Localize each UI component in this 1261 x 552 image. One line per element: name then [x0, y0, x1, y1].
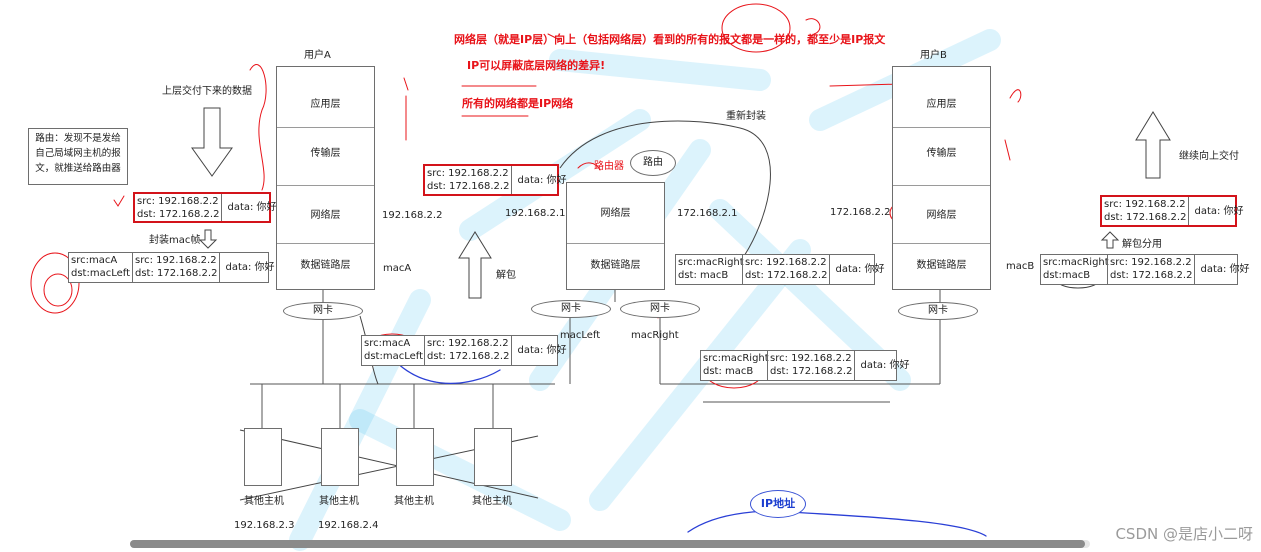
ip-packet-router-header: src: 192.168.2.2 dst: 172.168.2.2: [427, 168, 510, 192]
ip-packet-router-data: data: 你好: [511, 166, 571, 194]
label-upper-data: 上层交付下来的数据: [162, 86, 252, 97]
label-ip-router-right: 172.168.2.1: [677, 208, 738, 219]
ip-packet-sender: src: 192.168.2.2 dst: 172.168.2.2 data: …: [133, 192, 277, 223]
down-arrow-upper-data: [191, 107, 233, 177]
ip-packet-sender-data: data: 你好: [221, 194, 281, 221]
mac-frame-sender-data: data: 你好: [219, 253, 279, 282]
horizontal-scrollbar[interactable]: [130, 540, 1090, 548]
mac-frame-router-out-ip: src: 192.168.2.2 dst: 172.168.2.2: [742, 255, 829, 284]
other-host-3: [396, 428, 434, 486]
mac-frame-receiver: src:macRight dst:macB src: 192.168.2.2 d…: [1040, 254, 1250, 285]
mac-frame-lan-a: src:macA dst:macLeft src: 192.168.2.2 ds…: [361, 335, 567, 366]
csdn-watermark: CSDN @是店小二呀: [1115, 525, 1253, 543]
note-ip-shield: IP可以屏蔽底层网络的差异!: [467, 59, 606, 72]
note-all-ip: 所有的网络都是IP网络: [462, 97, 574, 110]
other-host-2-ip: 192.168.2.4: [318, 520, 379, 531]
other-host-1: [244, 428, 282, 486]
label-unpack-share: 解包分用: [1122, 239, 1162, 250]
other-host-4-label: 其他主机: [472, 496, 512, 507]
router-bubble: 路由: [630, 150, 676, 176]
user-b-link-layer: 数据链路层: [893, 243, 990, 291]
mac-frame-sender: src:macA dst:macLeft src: 192.168.2.2 ds…: [68, 252, 275, 283]
mac-frame-receiver-mac: src:macRight dst:macB: [1043, 257, 1109, 281]
note-network-layer: 网络层（就是IP层）向上（包括网络层）看到的所有的报文都是一样的，都至少是IP报…: [454, 33, 886, 46]
other-host-1-ip: 192.168.2.3: [234, 520, 295, 531]
label-mac-right: macRight: [631, 330, 679, 341]
mac-frame-lan-b-ip: src: 192.168.2.2 dst: 172.168.2.2: [767, 351, 854, 380]
user-a-app-layer: 应用层: [310, 99, 341, 110]
label-mac-b: macB: [1006, 261, 1035, 272]
mac-frame-lan-b: src:macRight dst: macB src: 192.168.2.2 …: [700, 350, 910, 381]
other-host-3-label: 其他主机: [394, 496, 434, 507]
ip-packet-sender-header: src: 192.168.2.2 dst: 172.168.2.2: [137, 196, 220, 220]
label-mac-left: macLeft: [560, 330, 601, 341]
user-b-nic: 网卡: [898, 302, 978, 320]
label-unpack: 解包: [496, 270, 516, 281]
ip-packet-router: src: 192.168.2.2 dst: 172.168.2.2 data: …: [423, 164, 567, 196]
user-b-app-layer: 应用层: [926, 99, 957, 110]
router-note: 路由：发现不是发给自己局域网主机的报文，就推送给路由器: [28, 128, 128, 185]
user-a-nic: 网卡: [283, 302, 363, 320]
red-scribble-left: [249, 64, 267, 191]
red-squiggle: [805, 18, 821, 35]
up-arrow-deliver: [1135, 111, 1171, 179]
ip-packet-receiver-header: src: 192.168.2.2 dst: 172.168.2.2: [1104, 199, 1187, 223]
router-title: 路由器: [594, 161, 624, 172]
mac-frame-lan-a-data: data: 你好: [511, 336, 571, 365]
label-ip-b: 172.168.2.2: [830, 207, 891, 218]
user-b-stack: 应用层 传输层 网络层 数据链路层: [892, 66, 991, 290]
red-underline-b: [829, 83, 901, 87]
ip-packet-receiver: src: 192.168.2.2 dst: 172.168.2.2 data: …: [1100, 195, 1244, 227]
user-b-title: 用户B: [920, 50, 947, 61]
user-a-stack: 应用层 传输层 网络层 数据链路层: [276, 66, 375, 290]
router-link-layer: 数据链路层: [567, 243, 664, 291]
ip-packet-receiver-data: data: 你好: [1188, 197, 1248, 225]
label-reencap: 重新封装: [726, 111, 766, 122]
red-tick-b: [403, 77, 409, 91]
user-b-network-layer: 网络层: [893, 185, 990, 243]
user-a-network-layer: 网络层: [277, 185, 374, 243]
blue-ip-arc: [687, 510, 987, 537]
mac-frame-receiver-ip: src: 192.168.2.2 dst: 172.168.2.2: [1107, 255, 1194, 284]
ip-address-bubble: IP地址: [750, 490, 806, 518]
user-b-transport-layer: 传输层: [893, 127, 990, 185]
scrollbar-thumb[interactable]: [130, 540, 1085, 548]
router-right-nic: 网卡: [620, 300, 700, 318]
mac-frame-sender-ip: src: 192.168.2.2 dst: 172.168.2.2: [132, 253, 219, 282]
user-a-link-layer: 数据链路层: [277, 243, 374, 291]
mac-frame-lan-a-ip: src: 192.168.2.2 dst: 172.168.2.2: [424, 336, 511, 365]
down-arrow-encap: [198, 229, 218, 249]
label-ip-a: 192.168.2.2: [382, 210, 443, 221]
red-check: [113, 195, 125, 207]
mac-frame-router-out: src:macRight dst: macB src: 192.168.2.2 …: [675, 254, 885, 285]
mac-frame-lan-b-mac: src:macRight dst: macB: [703, 353, 769, 377]
label-mac-a: macA: [383, 263, 412, 274]
other-host-2-label: 其他主机: [319, 496, 359, 507]
mac-frame-lan-a-mac: src:macA dst:macLeft: [364, 338, 424, 362]
mac-frame-router-out-data: data: 你好: [829, 255, 889, 284]
other-host-1-label: 其他主机: [244, 496, 284, 507]
label-encap-mac: 封装mac帧: [149, 235, 201, 246]
red-tick-d: [1004, 139, 1011, 161]
router-stack: 网络层 数据链路层: [566, 182, 665, 290]
user-a-transport-layer: 传输层: [277, 127, 374, 185]
router-left-nic: 网卡: [531, 300, 611, 318]
mac-frame-receiver-data: data: 你好: [1194, 255, 1254, 284]
router-network-layer: 网络层: [600, 208, 631, 219]
mac-frame-lan-b-data: data: 你好: [854, 351, 914, 380]
other-host-2: [321, 428, 359, 486]
mac-frame-sender-mac: src:macA dst:macLeft: [71, 255, 131, 279]
red-squiggle-b: [1009, 89, 1022, 103]
label-deliver-up: 继续向上交付: [1179, 151, 1239, 162]
label-ip-router-left: 192.168.2.1: [505, 208, 566, 219]
user-a-title: 用户A: [304, 50, 331, 61]
up-arrow-unpack-share: [1100, 231, 1120, 249]
up-arrow-unpack: [458, 231, 492, 299]
other-host-4: [474, 428, 512, 486]
mac-frame-router-out-mac: src:macRight dst: macB: [678, 257, 744, 281]
